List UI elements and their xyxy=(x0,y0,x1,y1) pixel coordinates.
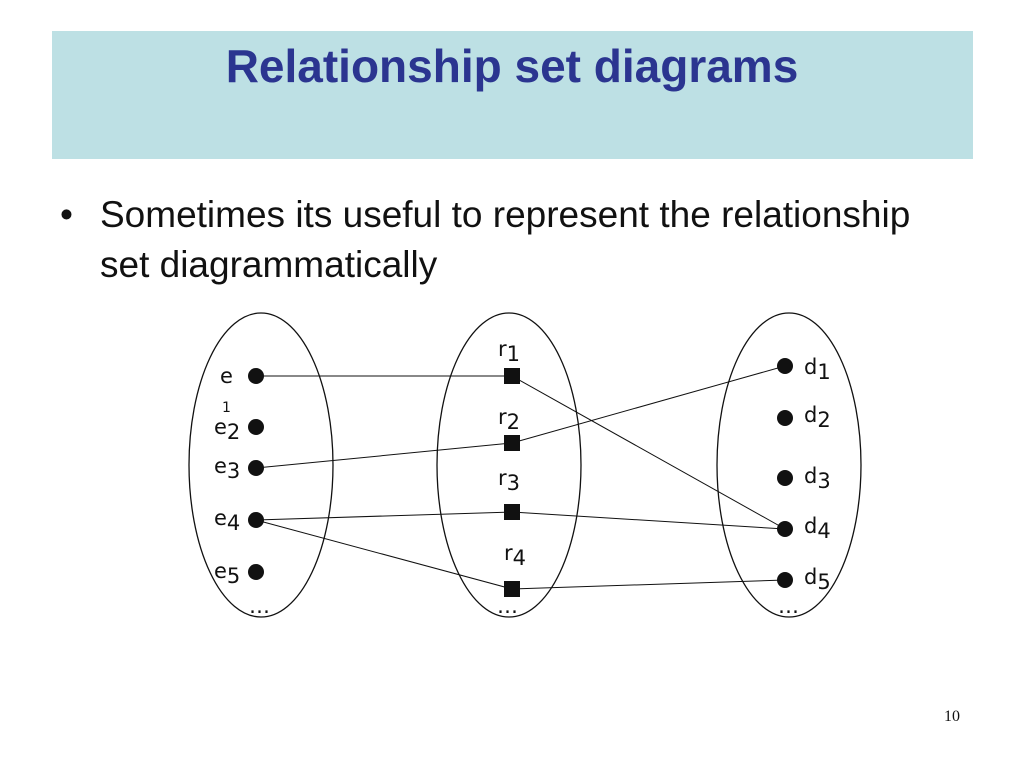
relationship-point-r2 xyxy=(504,435,520,451)
entity-label-e1: e xyxy=(220,364,233,388)
relationship-point-r4 xyxy=(504,581,520,597)
link-r1-d4 xyxy=(511,375,786,530)
entity-set-d-ellipsis: … xyxy=(778,594,799,618)
relationship-label-r2: r2 xyxy=(498,405,520,434)
link-r4-d5 xyxy=(511,579,786,590)
entity-point-e2 xyxy=(248,419,264,435)
entity-point-d4 xyxy=(777,521,793,537)
relationship-label-r4: r4 xyxy=(504,541,526,570)
entity-point-d3 xyxy=(777,470,793,486)
entity-point-d1 xyxy=(777,358,793,374)
entity-point-e3 xyxy=(248,460,264,476)
entity-point-d2 xyxy=(777,410,793,426)
entity-label-d1: d1 xyxy=(804,355,831,384)
entity-label-e3: e3 xyxy=(214,454,240,483)
entity-point-d5 xyxy=(777,572,793,588)
diagram-links xyxy=(255,365,786,590)
entity-set-e-ellipse xyxy=(188,312,334,618)
link-e4-r4 xyxy=(255,519,513,590)
link-e3-r2 xyxy=(255,442,513,469)
relationship-set-r-ellipsis: … xyxy=(497,594,518,618)
entity-point-e1 xyxy=(248,368,264,384)
link-r3-d4 xyxy=(511,511,786,530)
entity-label-d3: d3 xyxy=(804,464,831,493)
entity-sub-e1: 1 xyxy=(222,400,231,416)
entity-set-d-ellipse xyxy=(716,312,862,618)
relationship-label-r1: r1 xyxy=(498,337,520,366)
bullet-text: Sometimes its useful to represent the re… xyxy=(100,194,911,285)
entity-point-e4 xyxy=(248,512,264,528)
entity-label-d5: d5 xyxy=(804,565,831,594)
bullet-point: • Sometimes its useful to represent the … xyxy=(60,190,960,290)
relationship-point-r1 xyxy=(504,368,520,384)
entity-label-e2: e2 xyxy=(214,415,240,444)
entity-point-e5 xyxy=(248,564,264,580)
page-number: 10 xyxy=(944,708,960,725)
bullet-icon: • xyxy=(60,194,73,235)
relationship-label-r3: r3 xyxy=(498,466,520,495)
entity-set-e-ellipsis: … xyxy=(249,594,270,618)
slide-title: Relationship set diagrams xyxy=(225,40,799,92)
entity-label-e5: e5 xyxy=(214,559,240,588)
relationship-point-r3 xyxy=(504,504,520,520)
relationship-set-r-ellipse xyxy=(436,312,582,618)
link-r2-d1 xyxy=(511,365,786,444)
entity-label-e4: e4 xyxy=(214,506,240,535)
title-bar xyxy=(52,31,973,159)
link-e4-r3 xyxy=(255,511,513,521)
entity-label-d4: d4 xyxy=(804,514,831,543)
entity-label-d2: d2 xyxy=(804,403,831,432)
